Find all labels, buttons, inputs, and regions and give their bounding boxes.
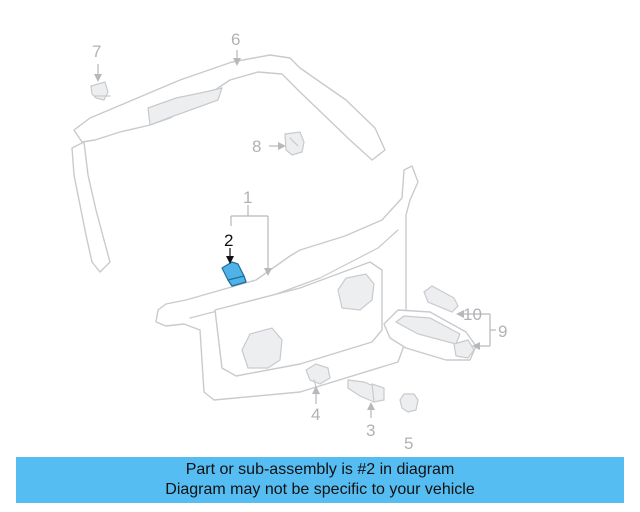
callout-3: 3	[366, 421, 375, 440]
part-5-cap	[399, 393, 419, 413]
callout-10: 10	[463, 305, 482, 324]
callout-labels: 6 7 8 1 2 10 9 4 3 5	[92, 30, 507, 453]
part-8-clip	[284, 131, 305, 156]
info-banner: Part or sub-assembly is #2 in diagram Di…	[16, 457, 624, 503]
callout-7: 7	[92, 42, 101, 61]
callout-1: 1	[243, 188, 252, 207]
callout-8: 8	[252, 137, 261, 156]
callout-9: 9	[498, 322, 507, 341]
callout-2: 2	[224, 231, 233, 250]
part-2-highlighted-clip	[221, 261, 247, 287]
part-10-bulb	[423, 285, 459, 313]
callout-4: 4	[311, 405, 320, 424]
part-6-upper-trim	[71, 54, 386, 273]
callout-5: 5	[404, 434, 413, 453]
part-7-clip	[90, 81, 111, 101]
callout-6: 6	[231, 30, 240, 49]
banner-line-disclaimer: Diagram may not be specific to your vehi…	[165, 481, 475, 498]
banner-line-part-number: Part or sub-assembly is #2 in diagram	[185, 461, 455, 478]
part-9-lamp-assembly	[383, 309, 477, 361]
part-3-screw	[347, 379, 385, 403]
part-1-lower-trim-panel	[155, 165, 419, 401]
leader-lines	[94, 50, 496, 418]
